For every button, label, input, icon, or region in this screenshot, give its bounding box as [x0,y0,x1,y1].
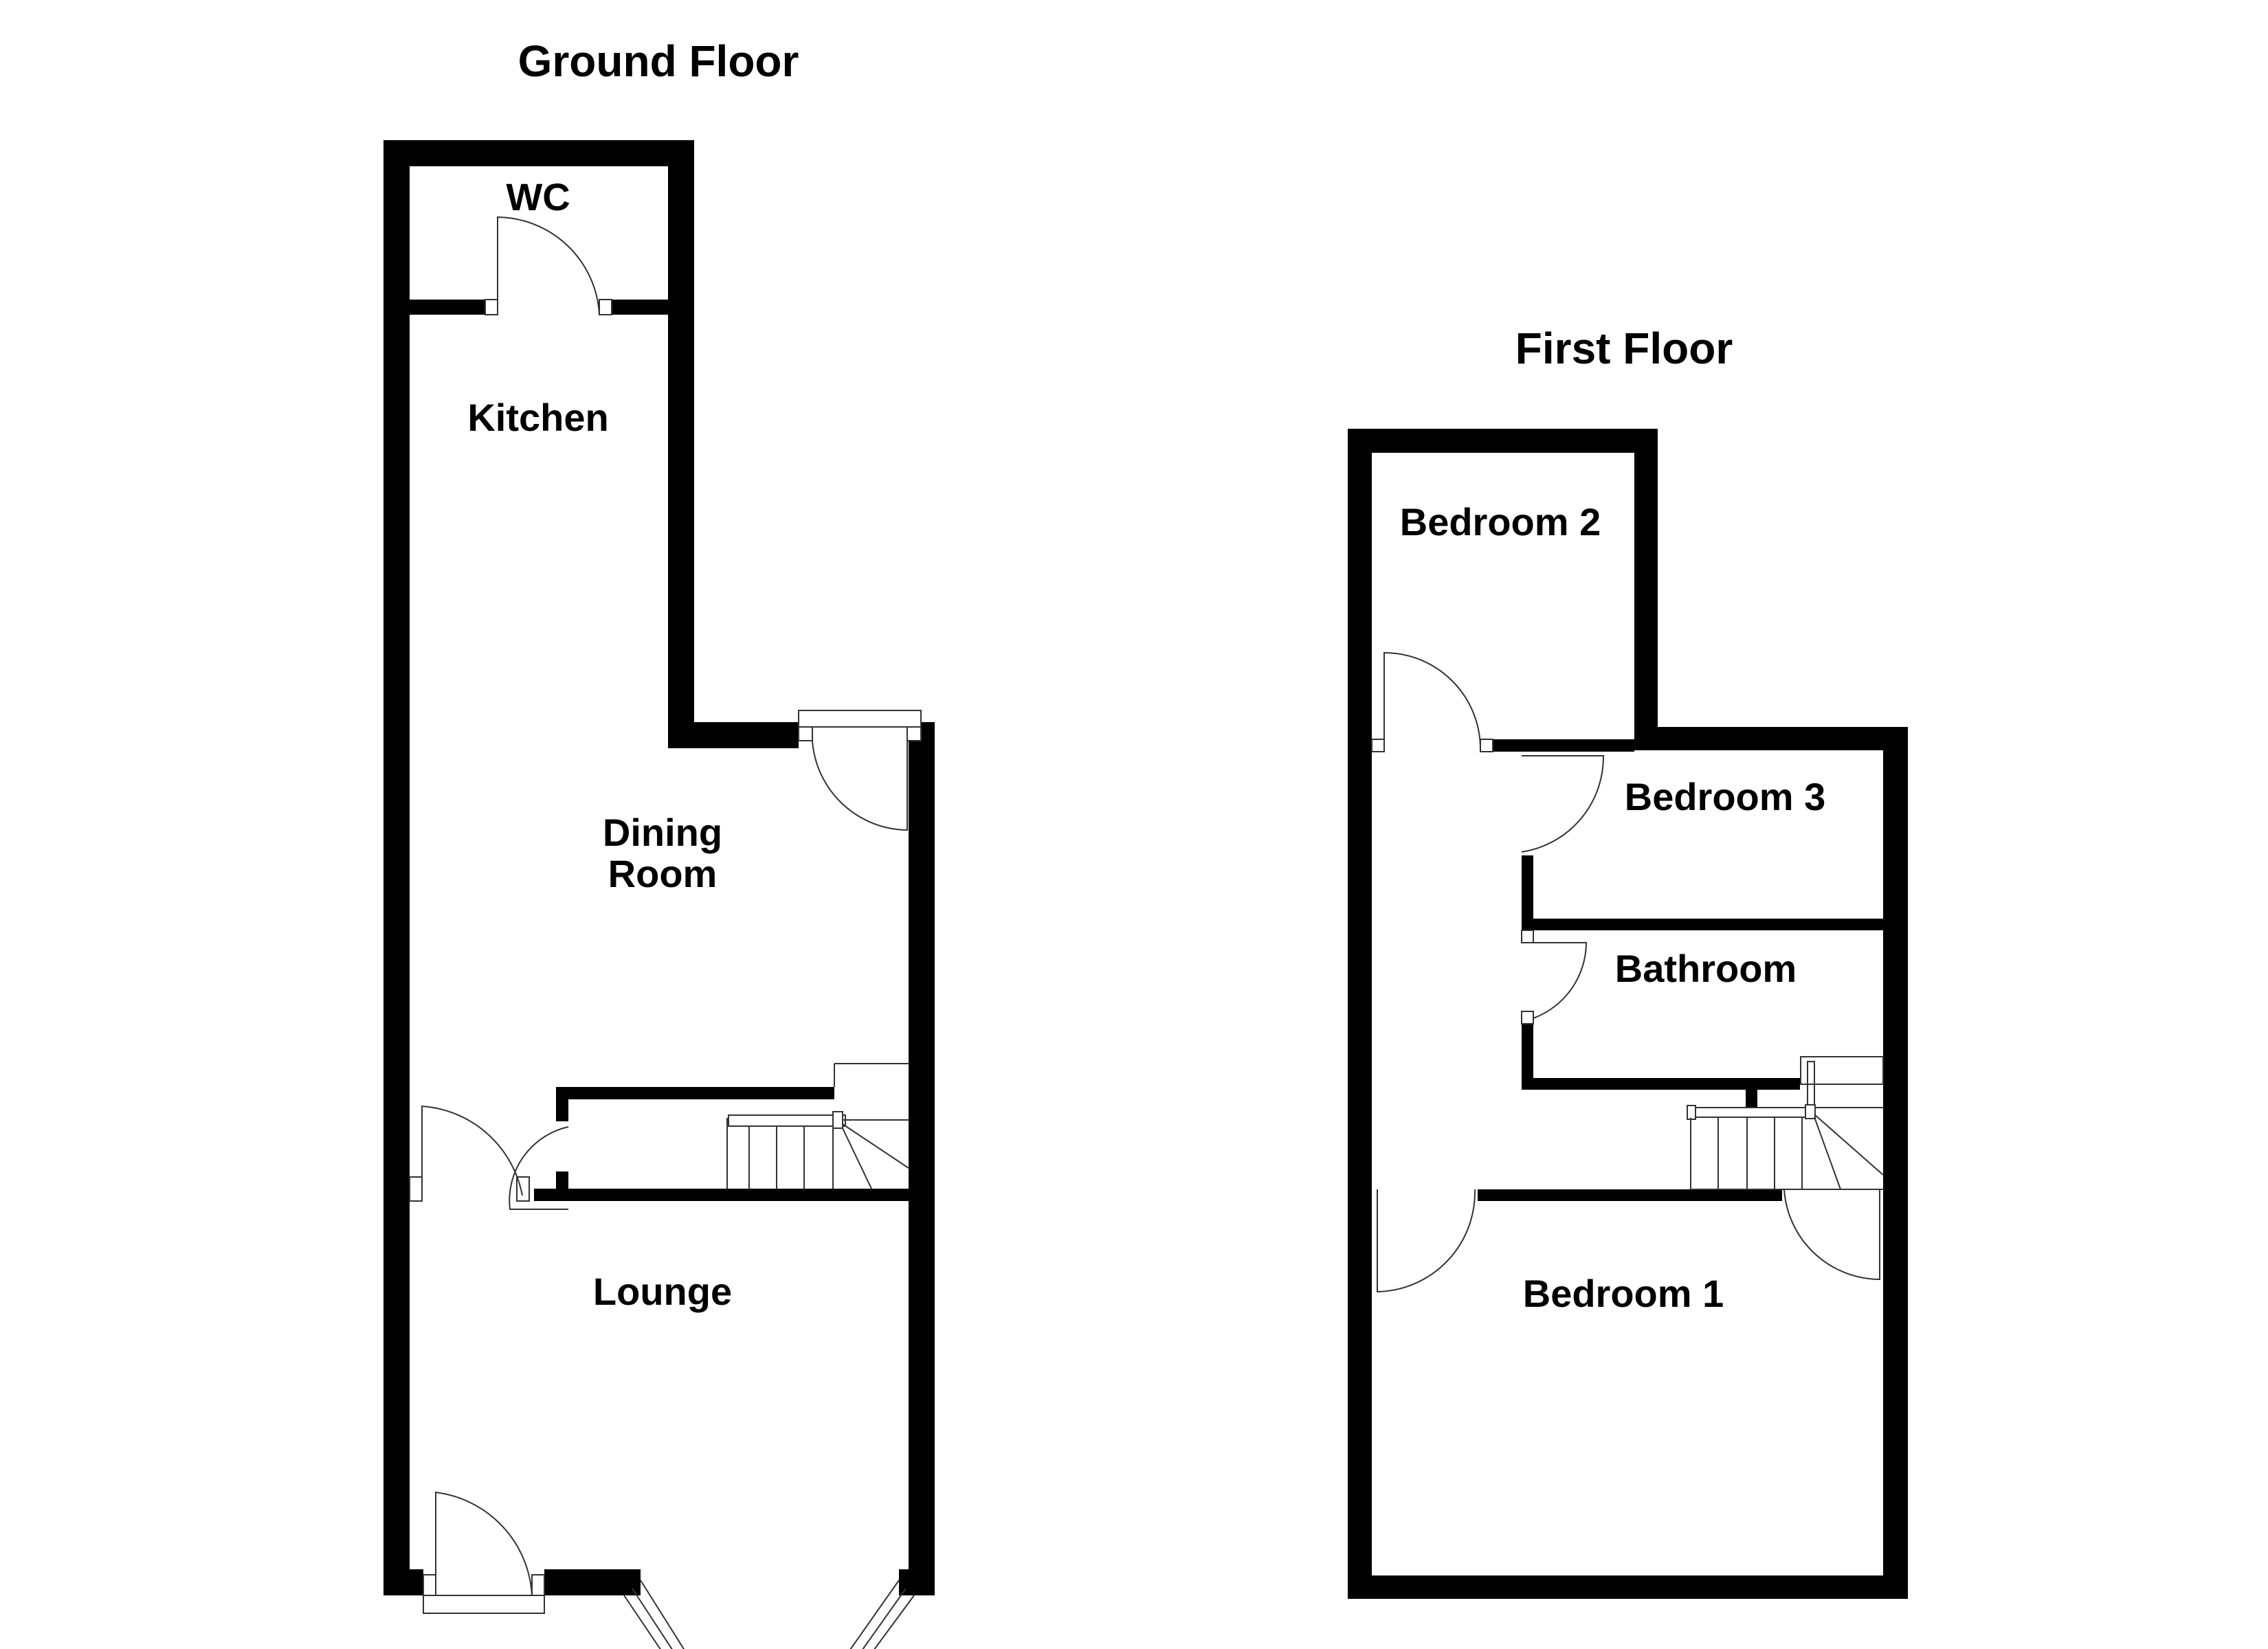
room-label-kitchen: Kitchen [467,396,609,439]
room-label-bedroom-1: Bedroom 1 [1522,1272,1724,1315]
room-label-bedroom-3: Bedroom 3 [1624,775,1826,818]
bed3-left-wall [1522,855,1533,924]
gf-dining-top-wall [668,722,799,748]
wc-divider-left [410,300,485,315]
landing-stub-wall [1746,1090,1757,1112]
cupboard-jamb-bottom [556,1171,568,1191]
ground-floor-title: Ground Floor [518,36,799,86]
bath-left-wall [1522,1024,1533,1090]
ff-right-wall [1883,727,1908,1599]
ground-floor-walls [383,140,935,1595]
bed2-right-wall [1634,429,1658,750]
room-label-dining-line2: Room [608,852,718,895]
room-label-bathroom: Bathroom [1614,947,1797,990]
ff-right-top-wall [1634,727,1908,750]
ground-floor-fixtures [409,216,922,1649]
room-label-lounge: Lounge [592,1270,733,1313]
stair-cupboard-wall [556,1087,834,1099]
gf-top-wall [383,140,694,166]
gf-kitchen-right-wall [668,140,694,748]
gf-left-wall [383,140,410,1595]
first-floor-walls [1348,429,1908,1599]
ff-left-wall [1348,429,1372,1599]
bed2-bottom-wall [1493,739,1634,752]
wc-divider-right [612,300,668,315]
cupboard-jamb-top [556,1087,568,1121]
gf-bottom-wall-right [899,1569,935,1595]
gf-bottom-wall-left [383,1569,423,1595]
room-label-bedroom-2: Bedroom 2 [1399,500,1601,543]
ff-bottom-wall [1348,1575,1908,1599]
ff-top-wall [1348,429,1658,453]
bed3-bath-divider [1522,919,1883,930]
first-floor-fixtures [1371,651,1884,1293]
gf-bottom-wall-mid [544,1569,641,1595]
lounge-divider-wall [534,1189,909,1201]
room-label-dining-line1: Dining [602,811,723,854]
room-label-wc: WC [506,175,570,218]
first-floor-title: First Floor [1515,324,1733,373]
bath-bottom-wall [1522,1078,1800,1090]
gf-right-wall [909,722,935,1595]
bed1-top-wall [1478,1189,1782,1201]
